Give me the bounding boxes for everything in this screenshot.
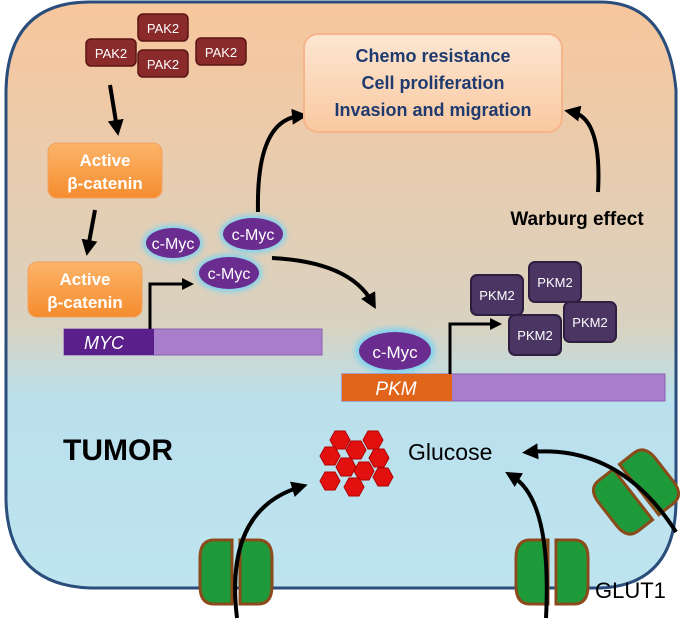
pkm2-box: PKM2 <box>563 301 617 343</box>
pkm2-label: PKM2 <box>572 315 607 330</box>
glut1-transporter <box>198 538 274 606</box>
tumor-cell <box>4 0 678 590</box>
myc-gene: MYC <box>63 328 323 356</box>
arrow-cmyc-to-outcomes <box>255 108 308 213</box>
pak2-box: PAK2 <box>195 37 247 66</box>
glucose-molecules <box>319 430 394 497</box>
pkm-gene: PKM <box>341 373 666 402</box>
cmyc-label: c-Myc <box>208 266 251 283</box>
pkm2-label: PKM2 <box>537 275 572 290</box>
arrow-pak2-to-beta-catenin <box>107 84 124 136</box>
warburg-effect-label: Warburg effect <box>510 209 644 230</box>
pak2-box: PAK2 <box>137 13 189 42</box>
cmyc-protein: c-Myc <box>196 254 262 292</box>
arrow-glucose-uptake-left <box>233 481 308 619</box>
outcome-chemo-resistance: Chemo resistance <box>355 46 510 66</box>
beta-catenin-line2: β-catenin <box>67 174 143 193</box>
outcome-invasion-migration: Invasion and migration <box>334 100 531 120</box>
beta-catenin-line1: Active <box>59 270 110 289</box>
pak2-box: PAK2 <box>85 38 137 67</box>
arrow-pkm-transcription <box>448 318 502 374</box>
beta-catenin-box-bottom: Active β-catenin <box>27 261 143 318</box>
arrow-glucose-uptake-middle <box>505 471 549 619</box>
glucose-label: Glucose <box>408 439 492 465</box>
pkm2-box: PKM2 <box>470 274 524 316</box>
glut1-transporter <box>591 448 681 536</box>
arrow-beta-catenin-to-nucleus <box>81 209 98 256</box>
arrow-cmyc-to-pkm <box>271 256 376 310</box>
arrow-glucose-uptake-right <box>522 443 678 534</box>
cmyc-cluster: c-Myc c-Myc c-Myc <box>143 215 286 292</box>
outcomes-box: Chemo resistance Cell proliferation Inva… <box>303 33 563 133</box>
pkm2-box: PKM2 <box>528 261 582 303</box>
pkm2-label: PKM2 <box>517 328 552 343</box>
beta-catenin-box-top: Active β-catenin <box>47 142 163 199</box>
beta-catenin-line1: Active <box>79 151 130 170</box>
pak2-label: PAK2 <box>205 45 237 60</box>
cmyc-label: c-Myc <box>152 236 195 253</box>
cmyc-protein: c-Myc <box>143 225 203 261</box>
pkm2-group: PKM2 PKM2 PKM2 PKM2 <box>470 261 617 356</box>
pak2-box: PAK2 <box>137 49 189 78</box>
beta-catenin-line2: β-catenin <box>47 293 123 312</box>
cmyc-label: c-Myc <box>372 343 418 362</box>
pkm2-box: PKM2 <box>508 314 562 356</box>
arrow-myc-transcription <box>148 278 194 329</box>
cmyc-protein: c-Myc <box>220 215 286 253</box>
pak2-label: PAK2 <box>147 57 179 72</box>
pkm2-label: PKM2 <box>479 288 514 303</box>
cmyc-protein: c-Myc <box>355 328 435 374</box>
pkm-gene-label: PKM <box>375 379 416 400</box>
pak2-group: PAK2 PAK2 PAK2 PAK2 <box>85 13 247 78</box>
glut1-transporter <box>514 538 590 606</box>
tumor-label: TUMOR <box>63 434 173 467</box>
outcome-cell-proliferation: Cell proliferation <box>361 73 504 93</box>
myc-gene-label: MYC <box>84 333 125 353</box>
pak2-label: PAK2 <box>147 21 179 36</box>
pak2-label: PAK2 <box>95 46 127 61</box>
glut1-label: GLUT1 <box>595 578 666 603</box>
arrow-warburg-to-outcomes <box>564 105 601 193</box>
cmyc-label: c-Myc <box>232 227 275 244</box>
